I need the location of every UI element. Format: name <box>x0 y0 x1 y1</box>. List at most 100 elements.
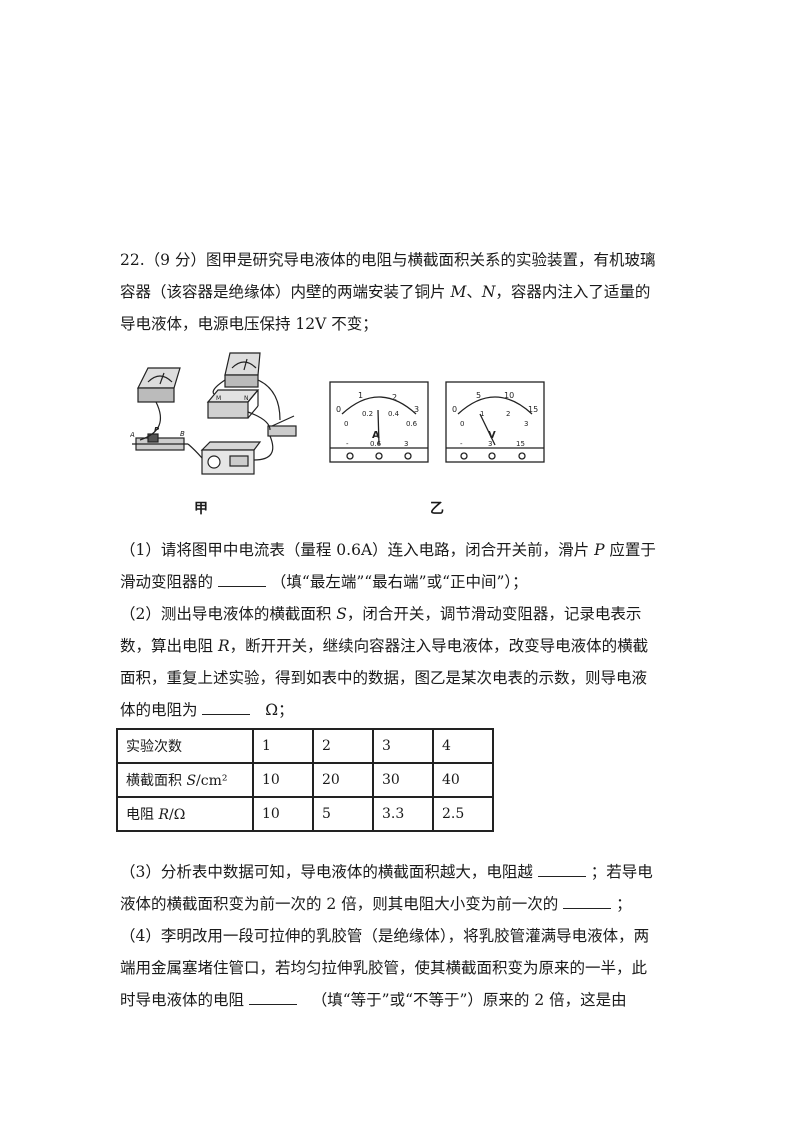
voltmeter-scale-bottom-3: 3 <box>524 420 528 428</box>
left-meter <box>137 367 181 403</box>
power-supply <box>200 441 262 475</box>
voltmeter-scale-top-0: 0 <box>452 405 457 414</box>
rheostat-label-b: B <box>180 430 185 438</box>
text: （2）测出导电液体的横截面积 <box>120 605 337 623</box>
label-s: S <box>336 605 347 623</box>
text: ，断开开关，继续向容器注入导电液体，改变导电液体的横截 <box>229 637 649 655</box>
text: 横截面积 <box>126 773 187 789</box>
part2-line-1: （2）测出导电液体的横截面积 S，闭合开关，调节滑动变阻器，记录电表示 <box>120 604 641 624</box>
answer-blank-3[interactable] <box>537 862 586 877</box>
part2-line-2: 数，算出电阻 R，断开开关，继续向容器注入导电液体，改变导电液体的横截 <box>120 636 648 656</box>
text: 应置于 <box>604 541 656 559</box>
experiment-figure: M N A P B <box>130 350 690 520</box>
table-cell: 3.3 <box>372 796 434 832</box>
table-cell: 1 <box>252 728 314 764</box>
part3-line-2: 液体的横截面积变为前一次的 2 倍，则其电阻大小变为前一次的 ； <box>120 894 632 914</box>
data-table: 实验次数 1 2 3 4 横截面积 S/cm² 10 20 30 40 电阻 R… <box>116 728 494 832</box>
text: （填“等于”或“不等于”）原来的 2 倍，这是由 <box>311 991 627 1009</box>
text: （3）分析表中数据可知，导电液体的横截面积越大，电阻越 <box>120 863 533 881</box>
ammeter-scale-top-1: 1 <box>358 391 363 400</box>
answer-blank-4[interactable] <box>563 894 612 909</box>
ammeter-terminal-3: 3 <box>404 440 408 448</box>
part4-line-3: 时导电液体的电阻 （填“等于”或“不等于”）原来的 2 倍，这是由 <box>120 990 627 1010</box>
voltmeter-scale-bottom-0: 0 <box>460 420 464 428</box>
apparatus-diagram: M N A P B <box>130 352 545 475</box>
wires <box>139 379 281 461</box>
text: S <box>186 773 197 789</box>
table-head-cell: 电阻 R/Ω <box>116 796 254 832</box>
table-cell: 2.5 <box>432 796 494 832</box>
container-label-m: M <box>216 395 221 402</box>
text: 滑动变阻器的 <box>120 573 214 591</box>
text: Ω； <box>265 701 294 719</box>
voltmeter-terminal-15: 15 <box>516 440 525 448</box>
figure-label-jia: 甲 <box>194 501 208 517</box>
text: 数，算出电阻 <box>120 637 218 655</box>
table-head-cell: 横截面积 S/cm² <box>116 762 254 798</box>
part2-line-4: 体的电阻为 Ω； <box>120 700 294 720</box>
figure-label-yi: 乙 <box>430 501 444 517</box>
text: ；若导电 <box>590 863 653 881</box>
question-intro-line-3: 导电液体，电源电压保持 12V 不变； <box>120 315 378 333</box>
ammeter-symbol: A <box>372 430 380 441</box>
question-intro-line-2: 容器（该容器是绝缘体）内壁的两端安装了铜片 M、N，容器内注入了适量的 <box>120 282 650 302</box>
voltmeter-symbol: V <box>488 430 496 441</box>
table-cell: 20 <box>312 762 374 798</box>
table-cell: 30 <box>372 762 434 798</box>
table-cell: 2 <box>312 728 374 764</box>
text: （1）请将图甲中电流表（量程 0.6A）连入电路，闭合开关前，滑片 <box>120 541 595 559</box>
container-label-n: N <box>244 395 249 402</box>
table-cell: 5 <box>312 796 374 832</box>
part4-line-2: 端用金属塞堵住管口，若均匀拉伸乳胶管，使其横截面积变为原来的一半，此 <box>120 959 648 977</box>
label-r: R <box>217 637 230 655</box>
switch <box>267 415 297 437</box>
ammeter-scale-bottom-2: 0.4 <box>388 410 400 418</box>
label-p: P <box>594 541 605 559</box>
voltmeter-scale-top-15: 15 <box>528 405 538 414</box>
voltmeter-dial <box>445 381 545 463</box>
answer-blank-5[interactable] <box>248 990 297 1005</box>
text: /cm² <box>196 773 228 789</box>
text: 电阻 <box>126 807 159 823</box>
table-cell: 4 <box>432 728 494 764</box>
text: R <box>158 807 169 823</box>
answer-blank-2[interactable] <box>202 700 251 715</box>
voltmeter-terminal-3: 3 <box>488 440 492 448</box>
liquid-container <box>206 389 260 419</box>
part1-line-1: （1）请将图甲中电流表（量程 0.6A）连入电路，闭合开关前，滑片 P 应置于 <box>120 540 656 560</box>
text: ，闭合开关，调节滑动变阻器，记录电表示 <box>346 605 642 623</box>
ammeter-scale-top-0: 0 <box>336 405 341 414</box>
text: 时导电液体的电阻 <box>120 991 245 1009</box>
table-cell: 10 <box>252 796 314 832</box>
text: 体的电阻为 <box>120 701 198 719</box>
question-intro-line-1: 22.（9 分）图甲是研究导电液体的电阻与横截面积关系的实验装置，有机玻璃 <box>120 251 656 269</box>
ammeter-terminal-06: 0.6 <box>370 440 382 448</box>
ammeter-scale-bottom-1: 0.2 <box>362 410 373 418</box>
top-voltmeter <box>224 352 261 388</box>
text: /Ω <box>169 807 186 823</box>
voltmeter-terminal-neg: - <box>460 440 463 448</box>
table-head-cell: 实验次数 <box>116 728 254 764</box>
part3-line-1: （3）分析表中数据可知，导电液体的横截面积越大，电阻越 ；若导电 <box>120 862 653 882</box>
voltmeter-scale-bottom-2: 2 <box>506 410 510 418</box>
answer-blank-1[interactable] <box>217 572 266 587</box>
ammeter-dial <box>329 381 429 463</box>
table-cell: 3 <box>372 728 434 764</box>
table-row: 横截面积 S/cm² 10 20 30 40 <box>116 762 494 798</box>
table-row: 实验次数 1 2 3 4 <box>116 728 494 764</box>
ammeter-terminal-neg: - <box>346 440 349 448</box>
text: 液体的横截面积变为前一次的 2 倍，则其电阻大小变为前一次的 <box>120 895 559 913</box>
label-n: N <box>481 283 496 301</box>
text: （填“最左端”“最右端”或“正中间”）； <box>270 573 528 591</box>
text: ； <box>616 895 632 913</box>
text: 、 <box>466 283 482 301</box>
part1-line-2: 滑动变阻器的 （填“最左端”“最右端”或“正中间”）； <box>120 572 528 592</box>
part2-line-3: 面积，重复上述实验，得到如表中的数据，图乙是某次电表的示数，则导电液 <box>120 669 648 687</box>
table-row: 电阻 R/Ω 10 5 3.3 2.5 <box>116 796 494 832</box>
rheostat-label-a: A <box>130 431 135 439</box>
voltmeter-scale-top-5: 5 <box>476 391 481 400</box>
text: 实验次数 <box>126 739 182 755</box>
ammeter-scale-bottom-3: 0.6 <box>406 420 418 428</box>
voltmeter-scale-bottom-1: 1 <box>480 410 484 418</box>
text: 容器（该容器是绝缘体）内壁的两端安装了铜片 <box>120 283 451 301</box>
